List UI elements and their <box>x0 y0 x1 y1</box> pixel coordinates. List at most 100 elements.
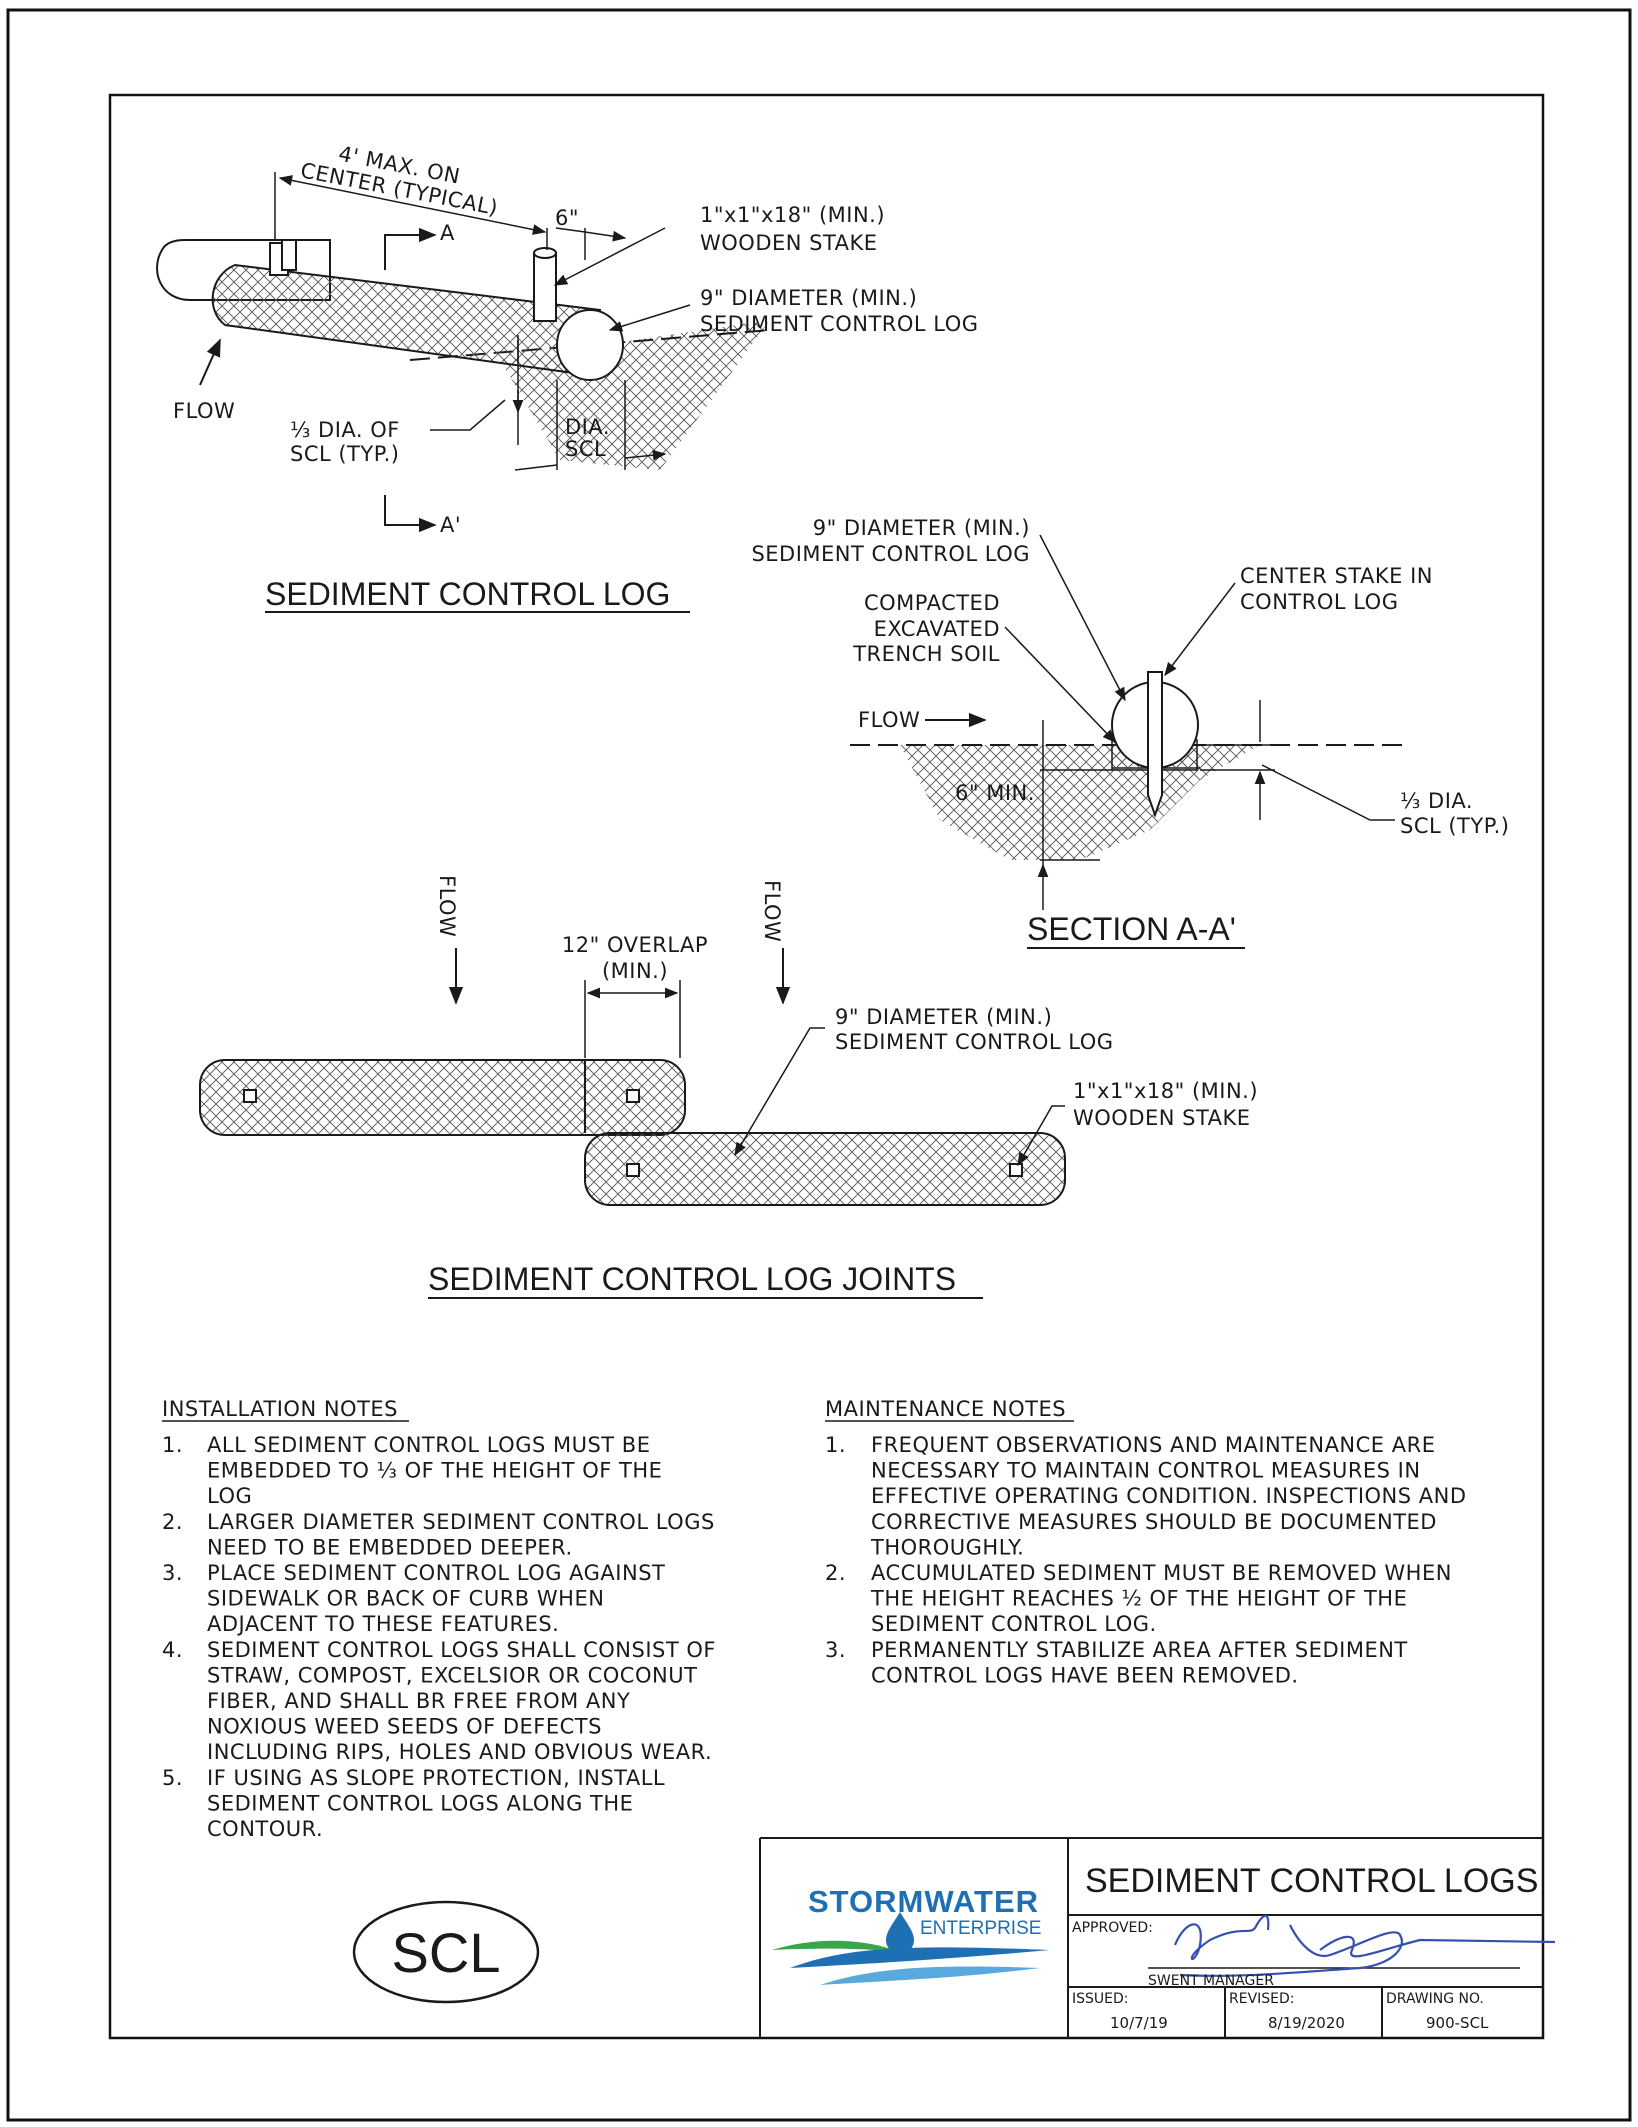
note-line: LOG <box>207 1484 252 1508</box>
maintenance-heading: MAINTENANCE NOTES <box>825 1397 1066 1421</box>
note-number: 2. <box>162 1510 183 1534</box>
note-line: SEDIMENT CONTROL LOGS ALONG THE <box>207 1791 633 1815</box>
section-arrow-a-prime <box>384 495 437 533</box>
section-a-label: A <box>440 221 455 245</box>
manager-label: SWENT MANAGER <box>1148 1973 1274 1989</box>
note-line: INCLUDING RIPS, HOLES AND OBVIOUS WEAR. <box>207 1740 712 1764</box>
log-label-1: 9" DIAMETER (MIN.) <box>700 286 917 310</box>
stake-label-2: WOODEN STAKE <box>700 231 878 255</box>
revised-date: 8/19/2020 <box>1268 2014 1345 2032</box>
water-drop-icon <box>886 1912 914 1953</box>
overlap-label-1: 12" OVERLAP <box>562 933 708 957</box>
joint-log-upper <box>199 1059 686 1136</box>
note-line: NOXIOUS WEED SEEDS OF DEFECTS <box>207 1715 602 1739</box>
note-line: NECESSARY TO MAINTAIN CONTROL MEASURES I… <box>871 1459 1421 1483</box>
note-text: ADJACENT TO THESE FEATURES. <box>207 1612 559 1636</box>
note-text: NECESSARY TO MAINTAIN CONTROL MEASURES I… <box>871 1459 1421 1483</box>
section-embed-label-1: ⅓ DIA. <box>1400 789 1473 813</box>
note-number: 5. <box>162 1766 183 1790</box>
dia-label-1: DIA. <box>565 415 610 439</box>
section-stake <box>1147 671 1163 819</box>
drawing-title: SEDIMENT CONTROL LOGS <box>1085 1862 1538 1900</box>
note-text: EFFECTIVE OPERATING CONDITION. INSPECTIO… <box>871 1484 1467 1508</box>
note-text: ALL SEDIMENT CONTROL LOGS MUST BE <box>207 1433 650 1457</box>
issued-label: ISSUED: <box>1072 1991 1129 2007</box>
note-text: PERMANENTLY STABILIZE AREA AFTER SEDIMEN… <box>871 1638 1408 1662</box>
note-line: ADJACENT TO THESE FEATURES. <box>207 1612 559 1636</box>
log-label-2: SEDIMENT CONTROL LOG <box>700 312 979 336</box>
depth-label: 6" MIN. <box>955 781 1035 805</box>
note-line: CONTROL LOGS HAVE BEEN REMOVED. <box>871 1663 1299 1687</box>
maintenance-notes: MAINTENANCE NOTES 1.FREQUENT OBSERVATION… <box>825 1397 1467 1687</box>
section-arrow-a <box>384 227 437 270</box>
flow-label-1: FLOW <box>173 399 235 423</box>
joint-log-lower <box>584 1132 1066 1206</box>
detail-section-a-a: 9" DIAMETER (MIN.) SEDIMENT CONTROL LOG … <box>751 516 1509 949</box>
drawing-number-label: DRAWING NO. <box>1386 1991 1484 2007</box>
joint-log-label-1: 9" DIAMETER (MIN.) <box>835 1005 1052 1029</box>
revised-label: REVISED: <box>1229 1991 1295 2007</box>
note-line: THOROUGHLY. <box>870 1535 1024 1559</box>
joint-flow-label-left: FLOW <box>435 875 459 937</box>
section-embed-label-2: SCL (TYP.) <box>1400 814 1509 838</box>
note-number: 3. <box>825 1638 846 1662</box>
note-line: EFFECTIVE OPERATING CONDITION. INSPECTIO… <box>871 1484 1467 1508</box>
note-line: EMBEDDED TO ⅓ OF THE HEIGHT OF THE <box>207 1459 662 1483</box>
section-a-prime-label: A' <box>440 513 461 537</box>
detail-sediment-control-log: 4' MAX. ON CENTER (TYPICAL) 6" 1"x1"x18"… <box>156 142 979 613</box>
note-text: THE HEIGHT REACHES ½ OF THE HEIGHT OF TH… <box>870 1587 1407 1611</box>
installation-heading: INSTALLATION NOTES <box>162 1397 398 1421</box>
drawing-frame <box>108 93 1545 2040</box>
embed-label-2: SCL (TYP.) <box>290 442 399 466</box>
note-text: NOXIOUS WEED SEEDS OF DEFECTS <box>207 1715 602 1739</box>
joint-stake <box>626 1163 640 1177</box>
scl-badge: SCL <box>352 1900 540 2004</box>
joint-stake <box>626 1089 640 1103</box>
section-log-label-1: 9" DIAMETER (MIN.) <box>813 516 1030 540</box>
note-line: 3. PLACE SEDIMENT CONTROL LOG AGAINST <box>162 1561 665 1585</box>
log-end <box>556 309 624 381</box>
approval-signature <box>1173 1914 1556 1977</box>
note-text: CONTROL LOGS HAVE BEEN REMOVED. <box>871 1663 1299 1687</box>
overlap-label-2: (MIN.) <box>602 959 668 983</box>
detail1-title: SEDIMENT CONTROL LOG <box>265 576 670 612</box>
note-line: CORRECTIVE MEASURES SHOULD BE DOCUMENTED <box>871 1510 1437 1534</box>
note-text: LOG <box>207 1484 252 1508</box>
note-number: 3. <box>162 1561 183 1585</box>
page-border <box>6 8 1632 2122</box>
joint-stake <box>1009 1163 1023 1177</box>
green-wave-icon <box>772 1940 900 1952</box>
joint-stake <box>243 1089 257 1103</box>
note-number: 2. <box>825 1561 846 1585</box>
note-text: FREQUENT OBSERVATIONS AND MAINTENANCE AR… <box>871 1433 1435 1457</box>
installation-notes: INSTALLATION NOTES 1. ALL SEDIMENT CONTRO… <box>162 1397 716 1841</box>
issued-date: 10/7/19 <box>1110 2014 1168 2032</box>
soil-label-3: TRENCH SOIL <box>852 642 1000 666</box>
note-text: INCLUDING RIPS, HOLES AND OBVIOUS WEAR. <box>207 1740 712 1764</box>
note-text: SEDIMENT CONTROL LOGS SHALL CONSIST OF <box>207 1638 716 1662</box>
logo-line-1: STORMWATER <box>808 1884 1039 1919</box>
scl-badge-label: SCL <box>392 1921 501 1984</box>
note-text: CORRECTIVE MEASURES SHOULD BE DOCUMENTED <box>871 1510 1437 1534</box>
note-text: PLACE SEDIMENT CONTROL LOG AGAINST <box>207 1561 665 1585</box>
note-line: SIDEWALK OR BACK OF CURB WHEN <box>207 1587 604 1611</box>
note-number: 1. <box>162 1433 183 1457</box>
note-text: LARGER DIAMETER SEDIMENT CONTROL LOGS <box>207 1510 715 1534</box>
note-line: 1. ALL SEDIMENT CONTROL LOGS MUST BE <box>162 1433 650 1457</box>
stormwater-logo: STORMWATER ENTERPRISE <box>772 1884 1050 1985</box>
detail2-title: SECTION A-A' <box>1027 911 1236 947</box>
note-text: IF USING AS SLOPE PROTECTION, INSTALL <box>207 1766 665 1790</box>
note-line: NEED TO BE EMBEDDED DEEPER. <box>207 1535 573 1559</box>
note-line: 3. PERMANENTLY STABILIZE AREA AFTER SEDIM… <box>825 1638 1408 1662</box>
stake-label-1: 1"x1"x18" (MIN.) <box>700 203 885 227</box>
note-text: NEED TO BE EMBEDDED DEEPER. <box>207 1535 573 1559</box>
note-text: SEDIMENT CONTROL LOGS ALONG THE <box>207 1791 633 1815</box>
note-text: STRAW, COMPOST, EXCELSIOR OR COCONUT <box>207 1663 697 1687</box>
joint-stake-label-2: WOODEN STAKE <box>1073 1106 1251 1130</box>
joint-log-label-2: SEDIMENT CONTROL LOG <box>835 1030 1114 1054</box>
embed-label-1: ⅓ DIA. OF <box>290 418 400 442</box>
detail-log-joints: 12" OVERLAP (MIN.) FLOW FLOW 9" DIAMETER… <box>199 875 1258 1299</box>
note-text: SEDIMENT CONTROL LOG. <box>871 1612 1157 1636</box>
flow-arrow-1 <box>199 338 221 386</box>
